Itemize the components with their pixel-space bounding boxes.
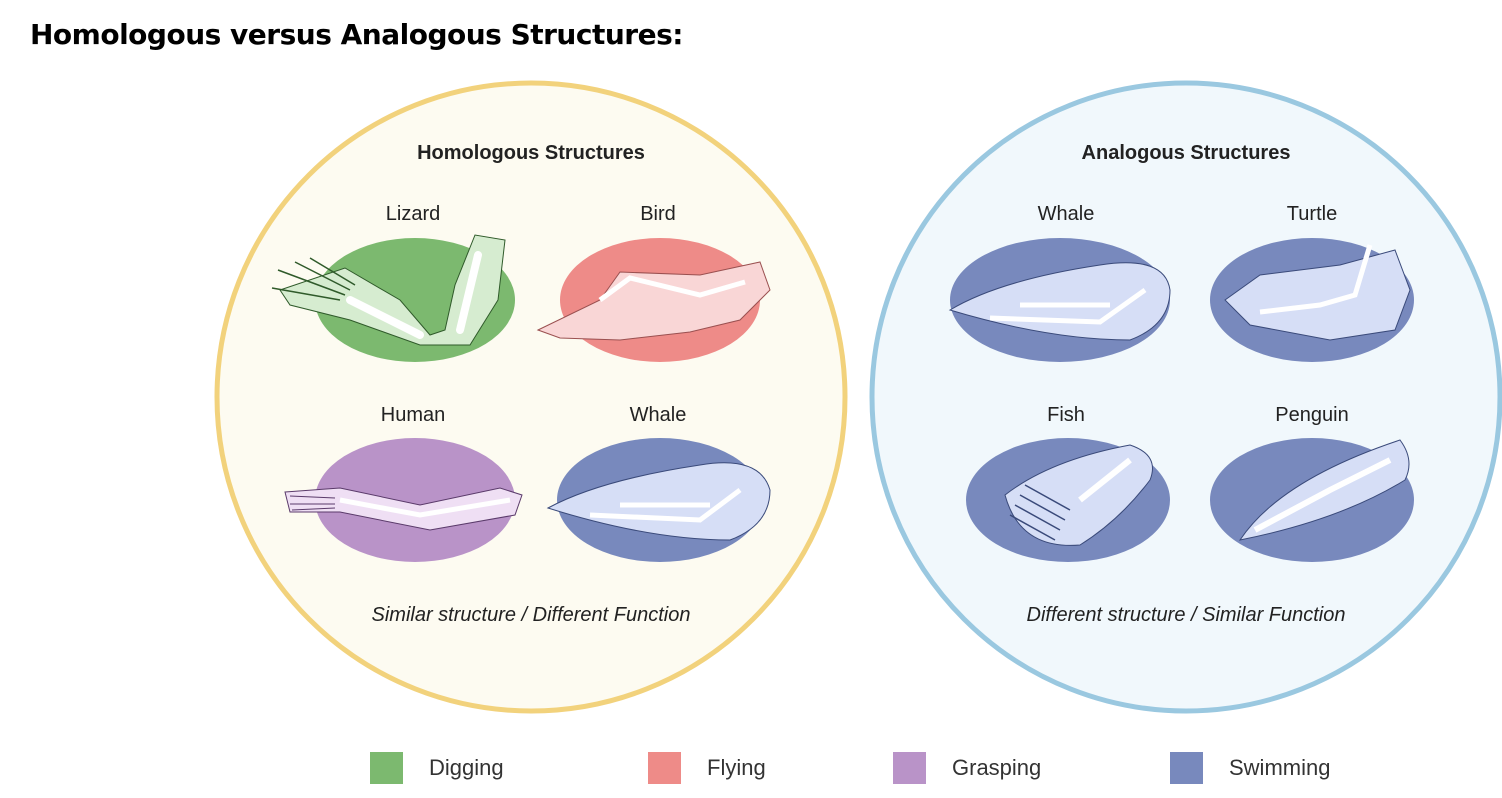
label-whale: Whale bbox=[629, 404, 687, 426]
label-fish: Fish bbox=[1047, 404, 1085, 426]
homologous-heading: Homologous Structures bbox=[417, 142, 645, 164]
homologous-caption: Similar structure / Different Function bbox=[371, 604, 691, 626]
label-human: Human bbox=[380, 404, 446, 426]
whale-limb-illustration bbox=[546, 438, 771, 562]
legend-swatch-grasping bbox=[893, 752, 926, 784]
lizard-limb-illustration bbox=[271, 234, 515, 362]
legend-swatch-flying bbox=[648, 752, 681, 784]
legend-item-digging: Digging bbox=[370, 752, 504, 784]
analogous-caption: Different structure / Similar Function bbox=[1026, 604, 1346, 626]
legend-swatch-digging bbox=[370, 752, 403, 784]
human-limb-illustration bbox=[284, 438, 523, 562]
label-penguin: Penguin bbox=[1275, 404, 1349, 426]
legend-label: Grasping bbox=[952, 755, 1042, 780]
bird-limb-illustration bbox=[536, 238, 771, 362]
fish-fin-illustration bbox=[966, 438, 1170, 562]
legend-swatch-swimming bbox=[1170, 752, 1203, 784]
penguin-flipper-illustration bbox=[1210, 438, 1414, 562]
label-turtle: Turtle bbox=[1286, 203, 1338, 225]
legend-label: Digging bbox=[429, 755, 504, 780]
label-whale-analogous: Whale bbox=[1037, 203, 1095, 225]
turtle-flipper-illustration bbox=[1210, 238, 1414, 362]
legend-label: Swimming bbox=[1229, 755, 1331, 780]
legend-item-swimming: Swimming bbox=[1170, 752, 1330, 784]
legend-label: Flying bbox=[707, 755, 766, 780]
legend-item-flying: Flying bbox=[648, 752, 766, 784]
label-bird: Bird bbox=[640, 203, 676, 225]
page-title: Homologous versus Analogous Structures: bbox=[30, 18, 683, 51]
legend-item-grasping: Grasping bbox=[893, 752, 1041, 784]
whale-flipper-illustration bbox=[948, 238, 1171, 362]
analogous-heading: Analogous Structures bbox=[1081, 142, 1291, 164]
label-lizard: Lizard bbox=[385, 203, 441, 225]
